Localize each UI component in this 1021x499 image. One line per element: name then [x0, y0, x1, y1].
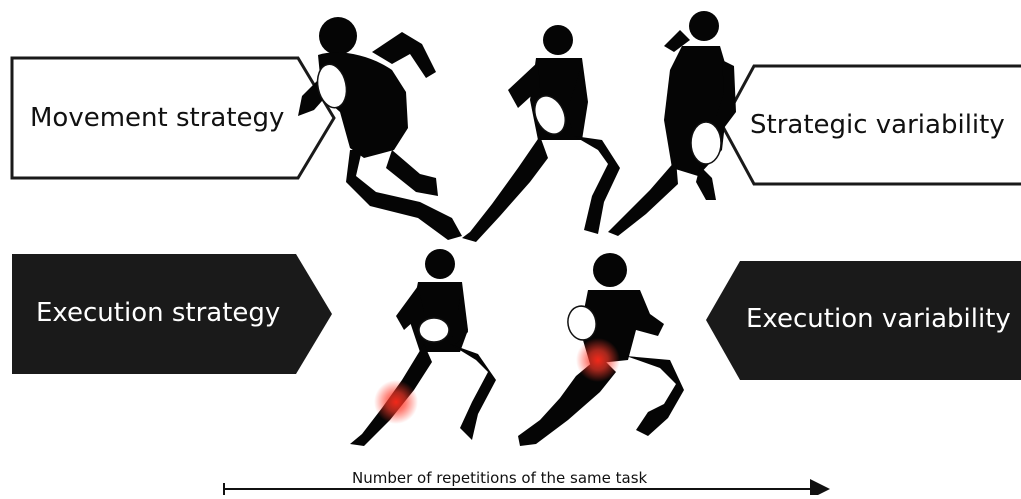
strategic-variability-label: Strategic variability: [750, 110, 1005, 140]
running-player-icon: [298, 17, 462, 240]
rugby-ball-icon: [316, 63, 348, 109]
rugby-ball-icon: [690, 121, 722, 165]
lunging-player-icon: [462, 25, 620, 242]
movement-strategy-box: [10, 56, 336, 180]
rugby-ball-icon: [418, 317, 450, 343]
turning-player-icon: [608, 11, 736, 236]
execution-strategy-box: [12, 254, 332, 374]
rugby-ball-icon: [534, 95, 566, 135]
knee-injury-glow: [374, 380, 418, 424]
movement-strategy-label: Movement strategy: [30, 103, 285, 133]
lunging-player-knee-injury-icon: [350, 249, 496, 446]
execution-variability-label: Execution variability: [746, 304, 1011, 334]
execution-variability-box: [706, 261, 1021, 380]
execution-strategy-label: Execution strategy: [36, 298, 281, 328]
knee-injury-glow: [576, 338, 620, 382]
cutting-player-knee-injury-icon: [518, 253, 684, 446]
rugby-ball-icon: [567, 305, 597, 341]
repetitions-axis-label: Number of repetitions of the same task: [352, 469, 648, 487]
